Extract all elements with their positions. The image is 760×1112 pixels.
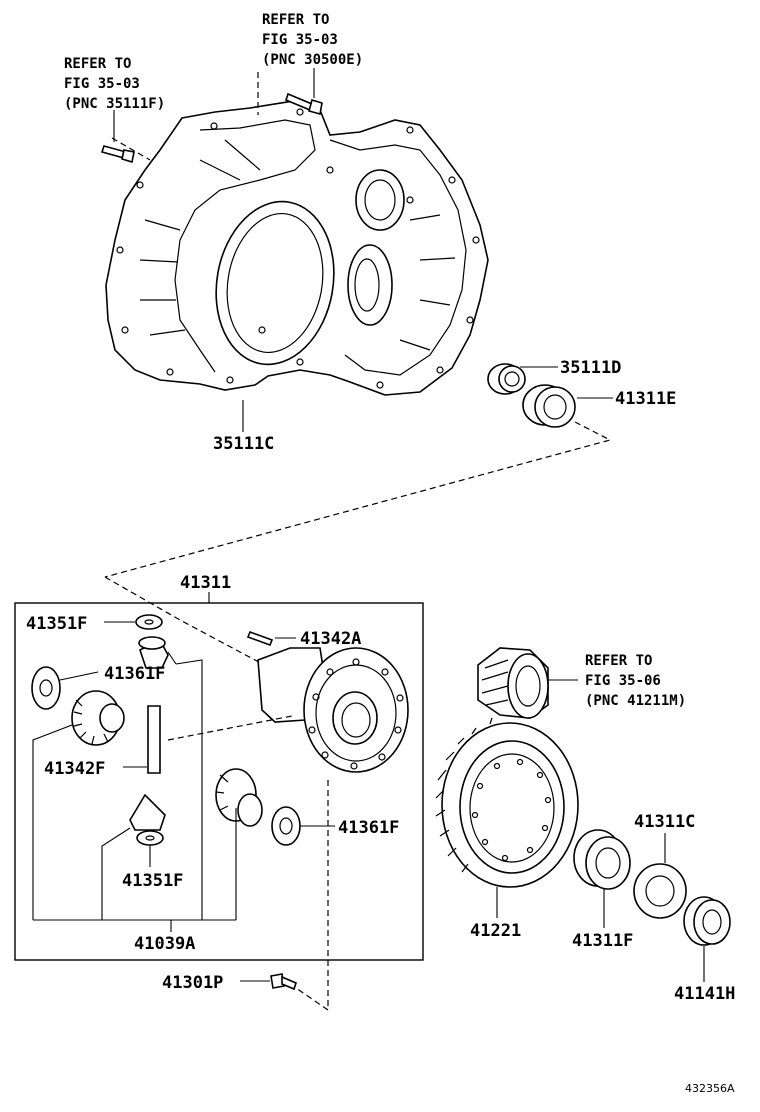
differential-assembly-box xyxy=(14,602,424,961)
part-label-bolt: 41301P xyxy=(162,973,223,993)
reference-line: REFER TO xyxy=(585,653,652,669)
part-label-gear-right: 41361F xyxy=(338,818,399,838)
reference-30500e: REFER TO FIG 35-03 (PNC 30500E) xyxy=(262,12,363,68)
part-label-case: 35111C xyxy=(213,434,274,454)
reference-line: (PNC 30500E) xyxy=(262,52,363,68)
bearing-41311f-drawing xyxy=(573,829,631,890)
bolt-30500e-drawing xyxy=(285,92,323,116)
drive-pinion-drawing xyxy=(477,647,549,719)
bolt-35111f-drawing xyxy=(100,145,135,164)
side-washer-left-drawing xyxy=(31,666,61,710)
reference-line: REFER TO xyxy=(64,56,131,72)
part-label-seal-d: 35111D xyxy=(560,358,621,378)
pinion-gear-bottom-drawing xyxy=(129,793,166,831)
part-label-bearing-c: 41311C xyxy=(634,812,695,832)
part-label-pin-a: 41342A xyxy=(300,629,361,649)
kit-41039a-bracket xyxy=(32,659,237,921)
pin-41342a-drawing xyxy=(246,630,274,647)
part-label-diff-assy: 41311 xyxy=(180,573,231,593)
figure-id: 432356A xyxy=(685,1082,735,1095)
washer-41351f-bottom-drawing xyxy=(136,830,164,846)
transaxle-case-drawing xyxy=(105,99,489,396)
bearing-41311c-drawing xyxy=(633,863,687,919)
bolt-41301p-drawing xyxy=(270,973,297,991)
part-label-washer-top: 41351F xyxy=(26,614,87,634)
reference-line: REFER TO xyxy=(262,12,329,28)
reference-41211m: REFER TO FIG 35-06 (PNC 41211M) xyxy=(585,653,686,709)
reference-line: (PNC 35111F) xyxy=(64,96,165,112)
part-label-bearing-f: 41311F xyxy=(572,931,633,951)
reference-35111f: REFER TO FIG 35-03 (PNC 35111F) xyxy=(64,56,165,112)
side-gear-left-drawing xyxy=(71,690,125,746)
part-label-bearing-e: 41311E xyxy=(615,389,676,409)
reference-line: FIG 35-03 xyxy=(64,76,140,92)
pinion-gear-41361f-top-drawing xyxy=(138,636,169,669)
part-label-shaft: 41342F xyxy=(44,759,105,779)
pinion-shaft-41342f-drawing xyxy=(147,705,161,774)
part-label-ring-gear: 41221 xyxy=(470,921,521,941)
washer-41351f-top-drawing xyxy=(135,614,163,630)
part-label-kit: 41039A xyxy=(134,934,195,954)
reference-line: FIG 35-03 xyxy=(262,32,338,48)
part-label-gear-top: 41361F xyxy=(104,664,165,684)
differential-case-drawing xyxy=(257,647,409,773)
reference-line: FIG 35-06 xyxy=(585,673,661,689)
race-41141h-drawing xyxy=(683,896,731,946)
part-label-washer-bottom: 41351F xyxy=(122,871,183,891)
part-label-race-h: 41141H xyxy=(674,984,735,1004)
assembly-dashed-lines xyxy=(104,72,612,1012)
ring-gear-41221-drawing xyxy=(435,717,579,888)
bearing-41311e-drawing xyxy=(522,384,576,428)
oil-seal-35111d-drawing xyxy=(487,363,526,395)
reference-line: (PNC 41211M) xyxy=(585,693,686,709)
side-gear-right-drawing xyxy=(215,768,263,827)
side-washer-right-drawing xyxy=(271,806,301,846)
